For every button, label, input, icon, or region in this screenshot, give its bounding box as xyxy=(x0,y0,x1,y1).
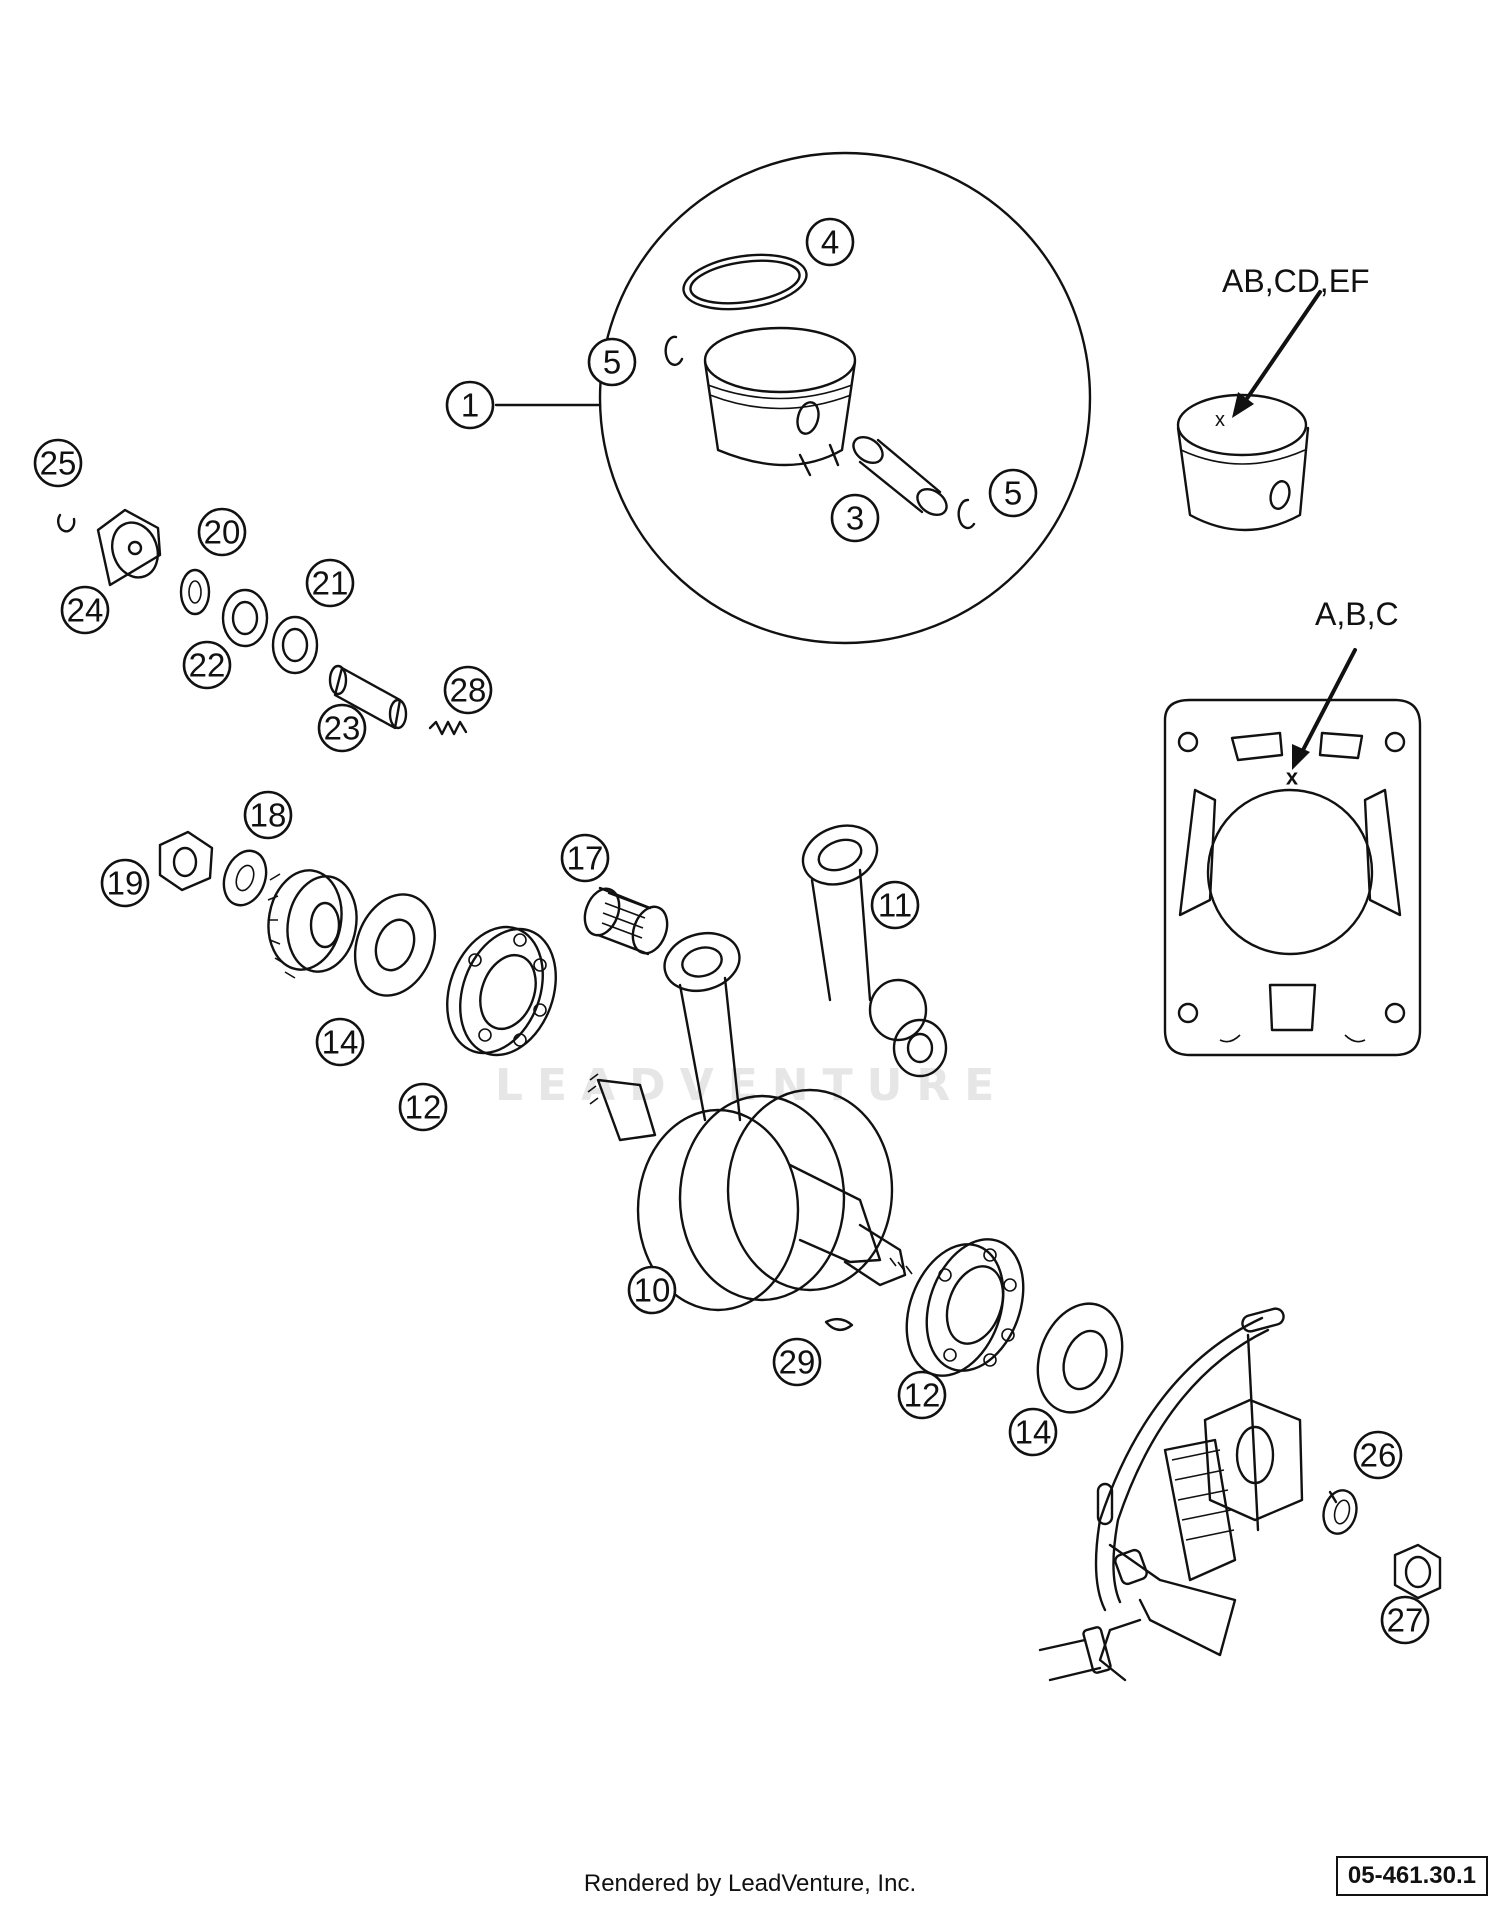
callout-21: 21 xyxy=(305,558,355,608)
stator-plate xyxy=(1094,1307,1285,1612)
svg-text:26: 26 xyxy=(1360,1437,1397,1474)
arrow-head xyxy=(1232,392,1254,418)
connecting-rod xyxy=(801,824,948,1078)
svg-text:22: 22 xyxy=(189,647,226,684)
piston-pin xyxy=(852,435,948,517)
svg-text:25: 25 xyxy=(40,445,77,482)
callout-4: 4 xyxy=(805,217,855,267)
svg-text:14: 14 xyxy=(1015,1414,1052,1451)
cylinder-gasket-detail: A,B,C x xyxy=(1163,596,1422,1057)
pump-bearing-1 xyxy=(221,588,269,648)
svg-text:23: 23 xyxy=(324,710,361,747)
footer-rendered-by: Rendered by LeadVenture, Inc. xyxy=(583,1870,917,1897)
svg-text:12: 12 xyxy=(904,1377,941,1414)
water-pump-group xyxy=(57,508,468,736)
circlip-right xyxy=(957,498,976,530)
primary-gear-group xyxy=(158,830,557,1057)
callout-22: 22 xyxy=(182,640,232,690)
callout-23: 23 xyxy=(317,703,367,753)
watermark: LEADVENTURE xyxy=(495,1060,1008,1111)
lock-washer xyxy=(1322,1489,1358,1535)
pump-bearing-2 xyxy=(271,615,319,675)
pump-spring xyxy=(428,720,468,736)
cylinder-mark-x: x xyxy=(1286,765,1299,790)
svg-text:5: 5 xyxy=(603,344,621,381)
crankshaft-group xyxy=(583,824,948,1331)
piston-mark-x: x xyxy=(1215,409,1225,431)
callout-28: 28 xyxy=(443,665,493,715)
needle-bearing xyxy=(583,886,669,956)
callout-27: 27 xyxy=(1380,1595,1430,1645)
callout-17: 17 xyxy=(560,833,610,883)
oil-seal-left xyxy=(353,893,437,997)
svg-text:5: 5 xyxy=(1004,475,1022,512)
callout-1: 1 xyxy=(445,380,495,430)
svg-text:14: 14 xyxy=(322,1024,359,1061)
callout-29: 29 xyxy=(772,1337,822,1387)
woodruff-key xyxy=(824,1317,854,1331)
svg-text:3: 3 xyxy=(846,500,864,537)
svg-text:4: 4 xyxy=(821,224,839,261)
stator-coil xyxy=(1163,1398,1304,1582)
diagram-number: 05-461.30.1 xyxy=(1335,1856,1488,1896)
svg-text:21: 21 xyxy=(312,565,349,602)
main-bearing-right xyxy=(905,1238,1025,1377)
pump-impeller xyxy=(96,508,162,587)
callout-11: 11 xyxy=(870,880,920,930)
svg-text:10: 10 xyxy=(634,1272,671,1309)
svg-text:18: 18 xyxy=(250,797,287,834)
piston xyxy=(703,326,857,477)
callout-14-left: 14 xyxy=(315,1017,365,1067)
washer-left xyxy=(222,849,268,907)
oil-seal-right xyxy=(1036,1302,1124,1414)
piston-kit-circle xyxy=(598,151,1092,645)
svg-text:1: 1 xyxy=(461,387,479,424)
callout-26: 26 xyxy=(1353,1430,1403,1480)
callout-10: 10 xyxy=(627,1265,677,1315)
cylinder-codes-label: A,B,C xyxy=(1315,596,1399,632)
piston-ring-inner xyxy=(689,259,801,305)
callout-5-left: 5 xyxy=(587,337,637,387)
piston-codes-label: AB,CD,EF xyxy=(1222,263,1370,299)
callout-24: 24 xyxy=(60,585,110,635)
piston-marking-detail: AB,CD,EF x xyxy=(1176,263,1370,532)
callout-12-left: 12 xyxy=(398,1082,448,1132)
callout-12-right: 12 xyxy=(897,1370,947,1420)
svg-text:20: 20 xyxy=(204,514,241,551)
callout-20: 20 xyxy=(197,507,247,557)
pump-shaft xyxy=(328,664,408,730)
pump-seal xyxy=(179,568,211,616)
piston-kit-group xyxy=(494,151,1092,645)
pickup-cable xyxy=(1038,1543,1237,1682)
callout-3: 3 xyxy=(830,493,880,543)
svg-text:17: 17 xyxy=(567,840,604,877)
svg-text:19: 19 xyxy=(107,865,144,902)
main-bearing-left xyxy=(446,925,557,1057)
arrow-head-2 xyxy=(1292,744,1310,770)
svg-text:24: 24 xyxy=(67,592,104,629)
svg-text:28: 28 xyxy=(450,672,487,709)
callout-25: 25 xyxy=(33,438,83,488)
hex-nut-left xyxy=(158,830,214,892)
hex-nut-right xyxy=(1393,1543,1442,1600)
piston-ring xyxy=(682,253,808,311)
callout-19: 19 xyxy=(100,858,150,908)
svg-text:11: 11 xyxy=(878,887,912,924)
callout-5-right: 5 xyxy=(988,468,1038,518)
svg-text:27: 27 xyxy=(1387,1602,1424,1639)
svg-text:29: 29 xyxy=(779,1344,816,1381)
svg-text:12: 12 xyxy=(405,1089,442,1126)
callout-18: 18 xyxy=(243,790,293,840)
ignition-side-group xyxy=(905,1238,1442,1682)
callout-14-right: 14 xyxy=(1008,1407,1058,1457)
crankshaft xyxy=(587,932,913,1312)
circlip-left xyxy=(664,335,684,366)
primary-gear xyxy=(267,869,358,979)
pump-circlip xyxy=(57,513,76,533)
